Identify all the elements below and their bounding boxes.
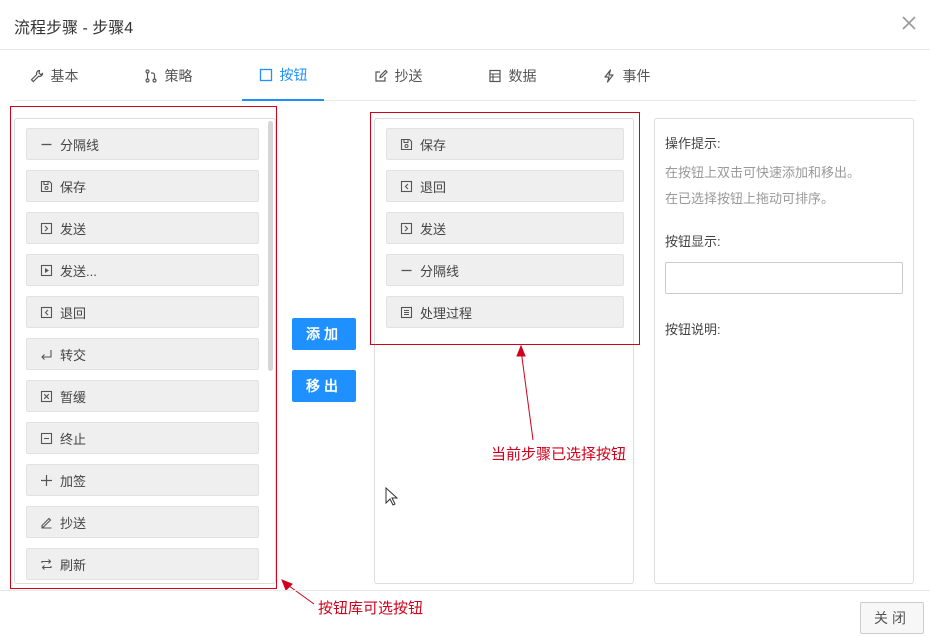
- bolt-icon: [603, 69, 614, 83]
- selected-item-return[interactable]: 退回: [386, 170, 624, 202]
- library-item-label: 退回: [60, 305, 87, 321]
- button-display-label: 按钮显示:: [665, 234, 721, 249]
- selected-buttons-panel: 保存 退回 发送 分隔线 处理过程: [374, 118, 634, 584]
- tab-bar: 基本 策略 按钮 抄送 数据 事件: [14, 51, 916, 101]
- mouse-cursor-icon: [385, 487, 399, 506]
- send-icon: [400, 222, 413, 234]
- library-item-label: 发送...: [60, 263, 97, 279]
- selected-item-label: 保存: [420, 137, 447, 153]
- tab-label: 策略: [164, 68, 193, 84]
- tab-buttons[interactable]: 按钮: [242, 51, 324, 101]
- enter-icon: [41, 349, 52, 360]
- button-description-label: 按钮说明:: [665, 322, 721, 337]
- annotation-library-note: 按钮库可选按钮: [318, 600, 424, 617]
- library-item-label: 保存: [60, 179, 87, 195]
- selected-item-divider[interactable]: 分隔线: [386, 254, 624, 286]
- selected-item-send[interactable]: 发送: [386, 212, 624, 244]
- library-item-save[interactable]: 保存: [26, 170, 259, 202]
- save-icon: [40, 180, 53, 192]
- library-item-label: 发送: [60, 221, 87, 237]
- library-scrollbar[interactable]: [268, 121, 273, 371]
- send-icon: [40, 222, 53, 234]
- tab-cc[interactable]: 抄送: [358, 51, 438, 101]
- save-icon: [400, 138, 413, 150]
- dialog-title: 流程步骤 - 步骤4: [14, 20, 134, 37]
- add-button[interactable]: 添加: [292, 318, 356, 350]
- tab-strategy[interactable]: 策略: [128, 51, 208, 101]
- selected-item-label: 分隔线: [420, 263, 460, 279]
- branch-icon: [144, 69, 157, 83]
- annotation-selected-note: 当前步骤已选择按钮: [491, 446, 627, 463]
- list-icon: [400, 306, 413, 318]
- library-item-label: 暂缓: [60, 389, 87, 405]
- close-icon[interactable]: [898, 12, 920, 34]
- button-library-panel: 分隔线 保存 发送 发送... 退回 转交 暂缓 终止 加签 抄送 刷新: [14, 118, 276, 584]
- library-item-send[interactable]: 发送: [26, 212, 259, 244]
- library-item-label: 加签: [60, 473, 87, 489]
- minus-square-icon: [40, 432, 53, 444]
- library-item-label: 分隔线: [60, 137, 100, 153]
- play-icon: [40, 264, 53, 276]
- minus-icon: [401, 269, 412, 271]
- library-item-defer[interactable]: 暂缓: [26, 380, 259, 412]
- tab-data[interactable]: 数据: [472, 51, 552, 101]
- library-item-send-more[interactable]: 发送...: [26, 254, 259, 286]
- tab-events[interactable]: 事件: [586, 51, 666, 101]
- library-item-transfer[interactable]: 转交: [26, 338, 259, 370]
- tab-label: 数据: [508, 68, 537, 84]
- dialog-header: 流程步骤 - 步骤4: [0, 0, 930, 50]
- tab-basic[interactable]: 基本: [14, 51, 94, 101]
- selected-item-label: 处理过程: [420, 305, 473, 321]
- close-button[interactable]: 关闭: [860, 602, 924, 634]
- refresh-icon: [41, 558, 52, 570]
- library-item-terminate[interactable]: 终止: [26, 422, 259, 454]
- library-item-label: 刷新: [60, 557, 87, 573]
- selected-item-label: 发送: [420, 221, 447, 237]
- tab-label: 抄送: [394, 68, 423, 84]
- dialog-footer: 关闭: [0, 590, 930, 637]
- edit-icon: [374, 69, 388, 82]
- table-icon: [488, 69, 501, 83]
- library-item-label: 终止: [60, 431, 87, 447]
- selected-item-process[interactable]: 处理过程: [386, 296, 624, 328]
- library-item-divider[interactable]: 分隔线: [26, 128, 259, 160]
- selected-item-label: 退回: [420, 179, 447, 195]
- hint-title: 操作提示:: [665, 136, 721, 151]
- tab-label: 事件: [622, 68, 651, 84]
- selected-item-save[interactable]: 保存: [386, 128, 624, 160]
- hint-text: 在已选择按钮上拖动可排序。: [665, 191, 835, 206]
- library-item-label: 转交: [60, 347, 87, 363]
- library-item-return[interactable]: 退回: [26, 296, 259, 328]
- library-item-label: 抄送: [60, 515, 87, 531]
- hints-panel: 操作提示: 在按钮上双击可快速添加和移出。 在已选择按钮上拖动可排序。 按钮显示…: [654, 118, 914, 584]
- square-icon: [259, 68, 272, 82]
- pen-icon: [41, 517, 52, 529]
- library-item-countersign[interactable]: 加签: [26, 464, 259, 496]
- remove-button[interactable]: 移出: [292, 370, 356, 402]
- button-display-input[interactable]: [665, 262, 903, 294]
- x-square-icon: [40, 390, 53, 402]
- tab-label: 基本: [50, 68, 79, 84]
- wrench-icon: [30, 69, 43, 83]
- tab-label: 按钮: [279, 67, 308, 83]
- plus-icon: [41, 474, 52, 486]
- back-icon: [400, 180, 413, 192]
- minus-icon: [41, 143, 52, 145]
- hint-text: 在按钮上双击可快速添加和移出。: [665, 165, 861, 180]
- library-item-cc[interactable]: 抄送: [26, 506, 259, 538]
- library-item-refresh[interactable]: 刷新: [26, 548, 259, 580]
- back-icon: [40, 306, 53, 318]
